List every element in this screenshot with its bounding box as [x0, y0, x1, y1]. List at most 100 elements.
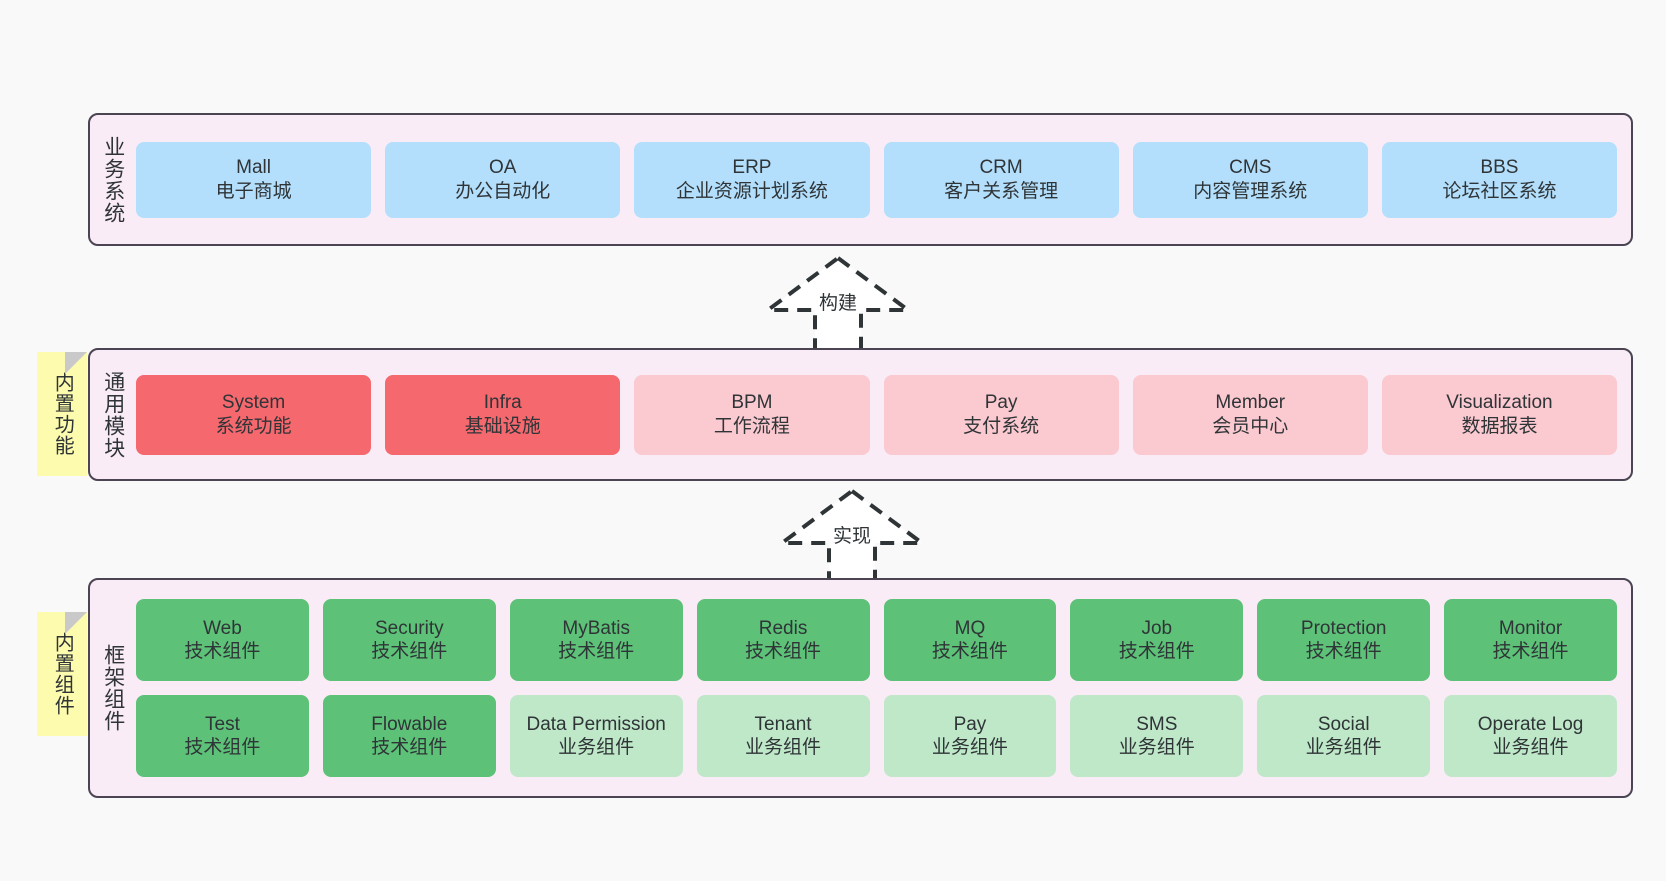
- common-modules-layer-body: System 系统功能 Infra 基础设施 BPM 工作流程 Pay 支付系统…: [136, 350, 1631, 479]
- card-name: SMS: [1136, 713, 1178, 735]
- card-name: Web: [203, 617, 242, 639]
- card-name: Job: [1141, 617, 1173, 639]
- common-module-card-pay[interactable]: Pay 支付系统: [883, 374, 1119, 455]
- business-system-card-erp[interactable]: ERP 企业资源计划系统: [634, 141, 870, 218]
- arrow-realize-icon: [775, 488, 929, 591]
- business-system-card-cms[interactable]: CMS 内容管理系统: [1132, 141, 1368, 218]
- card-name: Redis: [758, 617, 808, 639]
- card-name: CMS: [1229, 157, 1272, 179]
- card-name: Tenant: [754, 713, 812, 735]
- common-modules-row: System 系统功能 Infra 基础设施 BPM 工作流程 Pay 支付系统…: [136, 374, 1618, 455]
- business-system-card-bbs[interactable]: BBS 论坛社区系统: [1381, 141, 1618, 218]
- business-systems-row: Mall 电子商城 OA 办公自动化 ERP 企业资源计划系统 CRM 客户关系…: [136, 141, 1618, 218]
- card-desc: 业务组件: [745, 737, 822, 758]
- card-name: CRM: [979, 157, 1023, 179]
- card-name: Operate Log: [1477, 713, 1584, 735]
- framework-components-layer-title: 框架组件: [101, 644, 125, 732]
- framework-card-mybatis[interactable]: MyBatis 技术组件: [509, 599, 683, 681]
- card-desc: 业务组件: [558, 737, 635, 758]
- card-name: Flowable: [371, 713, 448, 735]
- card-name: Pay: [984, 392, 1018, 414]
- framework-card-mq[interactable]: MQ 技术组件: [883, 599, 1057, 681]
- framework-card-security[interactable]: Security 技术组件: [322, 599, 496, 681]
- card-desc: 工作流程: [713, 415, 790, 437]
- card-name: MyBatis: [562, 617, 630, 639]
- note-builtin-components: 内置组件: [37, 612, 87, 736]
- business-systems-layer-body: Mall 电子商城 OA 办公自动化 ERP 企业资源计划系统 CRM 客户关系…: [136, 115, 1631, 244]
- framework-components-row-tech: Web 技术组件 Security 技术组件 MyBatis 技术组件 Redi…: [136, 599, 1617, 681]
- card-desc: 技术组件: [184, 737, 261, 758]
- card-name: BBS: [1480, 157, 1519, 179]
- card-desc: 业务组件: [1305, 737, 1382, 758]
- framework-card-redis[interactable]: Redis 技术组件: [696, 599, 870, 681]
- card-desc: 会员中心: [1212, 415, 1289, 437]
- card-desc: 企业资源计划系统: [675, 180, 828, 202]
- card-desc: 业务组件: [1492, 737, 1569, 758]
- card-desc: 业务组件: [1118, 737, 1195, 758]
- card-desc: 办公自动化: [455, 180, 551, 202]
- business-system-card-mall[interactable]: Mall 电子商城: [136, 141, 372, 218]
- card-desc: 技术组件: [371, 641, 448, 662]
- card-name: Data Permission: [526, 713, 666, 735]
- card-desc: 论坛社区系统: [1442, 180, 1557, 202]
- card-desc: 技术组件: [1305, 641, 1382, 662]
- business-system-card-oa[interactable]: OA 办公自动化: [385, 141, 621, 218]
- card-name: System: [221, 392, 286, 414]
- card-desc: 技术组件: [184, 641, 261, 662]
- common-module-card-member[interactable]: Member 会员中心: [1132, 374, 1368, 455]
- note-builtin-components-label: 内置组件: [51, 632, 74, 716]
- card-desc: 基础设施: [464, 415, 541, 437]
- card-desc: 客户关系管理: [944, 180, 1059, 202]
- framework-card-protection[interactable]: Protection 技术组件: [1257, 599, 1431, 681]
- card-name: Security: [374, 617, 444, 639]
- framework-components-layer-body: Web 技术组件 Security 技术组件 MyBatis 技术组件 Redi…: [136, 580, 1631, 796]
- card-name: Infra: [483, 392, 522, 414]
- card-name: OA: [489, 157, 517, 179]
- card-name: BPM: [731, 392, 773, 414]
- card-name: Social: [1317, 713, 1370, 735]
- framework-card-flowable[interactable]: Flowable 技术组件: [322, 695, 496, 777]
- business-systems-layer: 业务系统 Mall 电子商城 OA 办公自动化 ERP 企业资源计划系统 CRM…: [88, 113, 1633, 246]
- framework-card-test[interactable]: Test 技术组件: [136, 695, 309, 777]
- framework-card-tenant[interactable]: Tenant 业务组件: [696, 695, 870, 777]
- framework-card-monitor[interactable]: Monitor 技术组件: [1444, 599, 1617, 681]
- common-module-card-visualization[interactable]: Visualization 数据报表: [1381, 374, 1618, 455]
- card-desc: 内容管理系统: [1193, 180, 1308, 202]
- framework-card-operate-log[interactable]: Operate Log 业务组件: [1444, 695, 1617, 777]
- card-name: Protection: [1300, 617, 1387, 639]
- common-modules-layer-title: 通用模块: [101, 370, 125, 459]
- business-systems-layer-title: 业务系统: [101, 135, 125, 224]
- framework-card-social[interactable]: Social 业务组件: [1257, 695, 1431, 777]
- framework-card-data-permission[interactable]: Data Permission 业务组件: [509, 695, 683, 777]
- card-name: Visualization: [1446, 392, 1553, 414]
- generalization-arrow-build: 构建: [748, 252, 928, 362]
- card-desc: 技术组件: [1118, 641, 1195, 662]
- note-builtin-features: 内置功能: [37, 352, 87, 476]
- card-desc: 技术组件: [371, 737, 448, 758]
- framework-components-row-biz: Test 技术组件 Flowable 技术组件 Data Permission …: [136, 695, 1617, 777]
- framework-card-pay[interactable]: Pay 业务组件: [883, 695, 1057, 777]
- card-desc: 支付系统: [963, 415, 1040, 437]
- framework-card-web[interactable]: Web 技术组件: [136, 599, 309, 681]
- framework-card-sms[interactable]: SMS 业务组件: [1070, 695, 1244, 777]
- card-name: ERP: [732, 157, 772, 179]
- common-module-card-infra[interactable]: Infra 基础设施: [385, 374, 621, 455]
- card-name: Member: [1215, 392, 1286, 414]
- card-name: Pay: [953, 713, 987, 735]
- card-desc: 系统功能: [215, 415, 292, 437]
- common-module-card-system[interactable]: System 系统功能: [136, 374, 372, 455]
- card-name: MQ: [954, 617, 986, 639]
- common-module-card-bpm[interactable]: BPM 工作流程: [634, 374, 870, 455]
- common-modules-layer: 通用模块 System 系统功能 Infra 基础设施 BPM 工作流程 Pay…: [88, 348, 1633, 481]
- business-system-card-crm[interactable]: CRM 客户关系管理: [883, 141, 1119, 218]
- card-desc: 电子商城: [215, 180, 292, 202]
- card-name: Mall: [236, 157, 271, 179]
- card-desc: 技术组件: [931, 641, 1008, 662]
- card-desc: 业务组件: [931, 737, 1008, 758]
- framework-card-job[interactable]: Job 技术组件: [1070, 599, 1244, 681]
- card-name: Test: [205, 713, 240, 735]
- card-name: Monitor: [1498, 617, 1563, 639]
- card-desc: 技术组件: [558, 641, 635, 662]
- card-desc: 数据报表: [1461, 415, 1538, 437]
- framework-components-layer: 框架组件 Web 技术组件 Security 技术组件 MyBatis 技术组件…: [88, 578, 1633, 798]
